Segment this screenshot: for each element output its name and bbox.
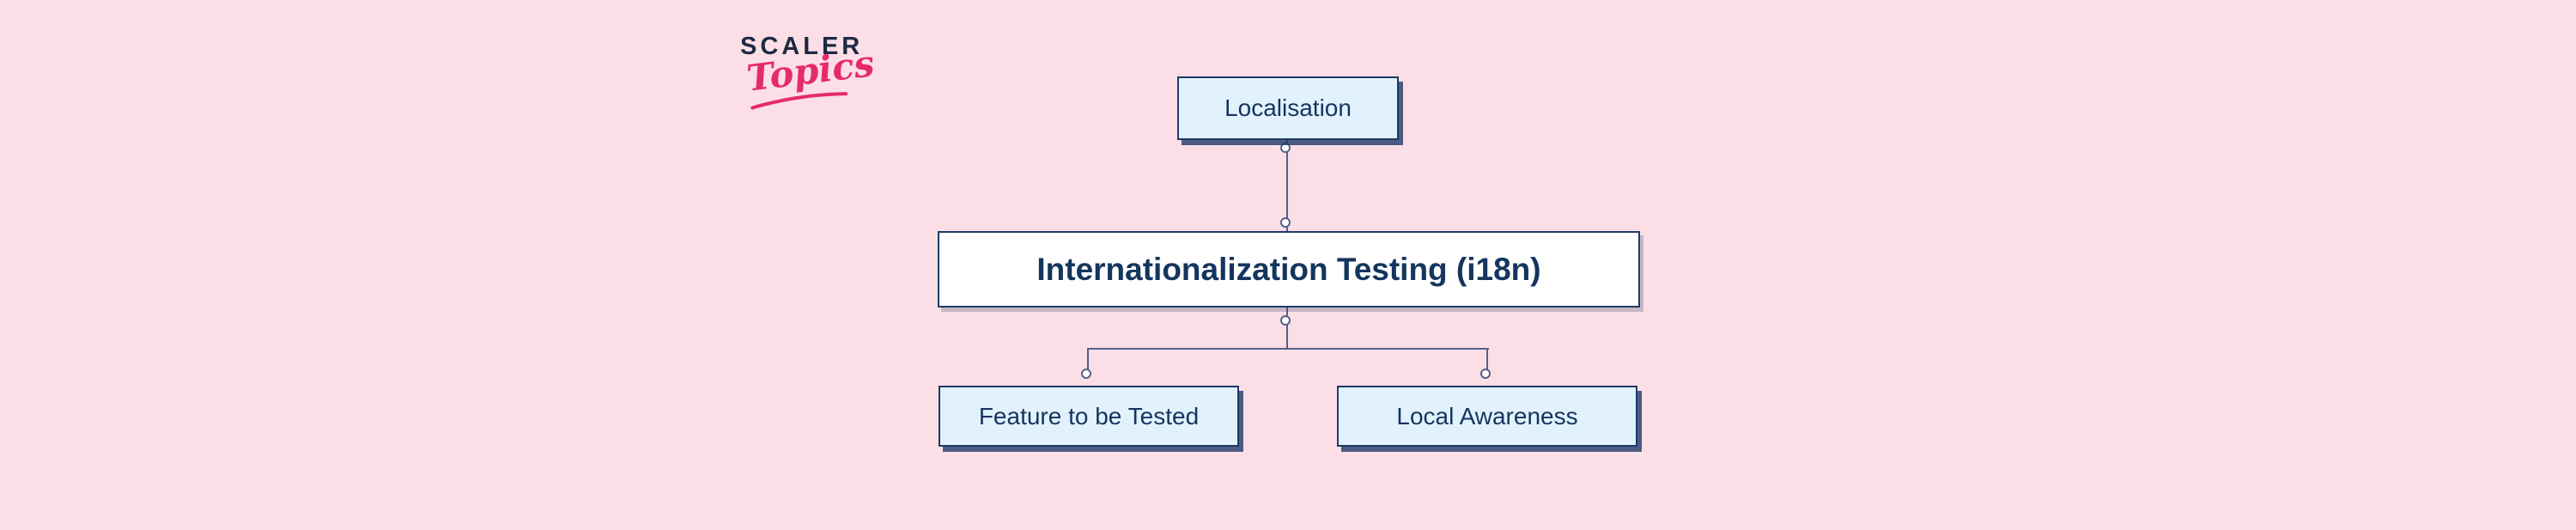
connector-node-above-child-0 [1081, 369, 1091, 379]
node-local-awareness: Local Awareness [1337, 386, 1637, 447]
node-internationalization-testing: Internationalization Testing (i18n) [938, 231, 1640, 308]
node-feature-to-be-tested: Feature to be Tested [939, 386, 1239, 447]
connector-node-below-root [1280, 143, 1291, 153]
node-internationalization-testing-label: Internationalization Testing (i18n) [1036, 251, 1541, 287]
connector-main-to-rail [1286, 308, 1288, 350]
connector-stub-left [1087, 348, 1089, 377]
connector-stub-right [1486, 348, 1488, 377]
node-feature-to-be-tested-label: Feature to be Tested [978, 402, 1200, 429]
connector-node-above-child-1 [1480, 369, 1491, 379]
node-local-awareness-label: Local Awareness [1396, 402, 1578, 429]
connector-node-above-main [1280, 217, 1291, 228]
node-localisation-label: Localisation [1224, 94, 1352, 121]
connector-branch-rail [1087, 348, 1489, 350]
logo-text-scaler: SCALER [740, 33, 864, 60]
connector-root-to-main [1286, 140, 1288, 232]
logo-underline-flourish [750, 92, 848, 110]
connector-node-below-main [1280, 315, 1291, 326]
node-localisation: Localisation [1177, 76, 1399, 140]
scaler-topics-logo: SCALER Topics [740, 33, 877, 113]
